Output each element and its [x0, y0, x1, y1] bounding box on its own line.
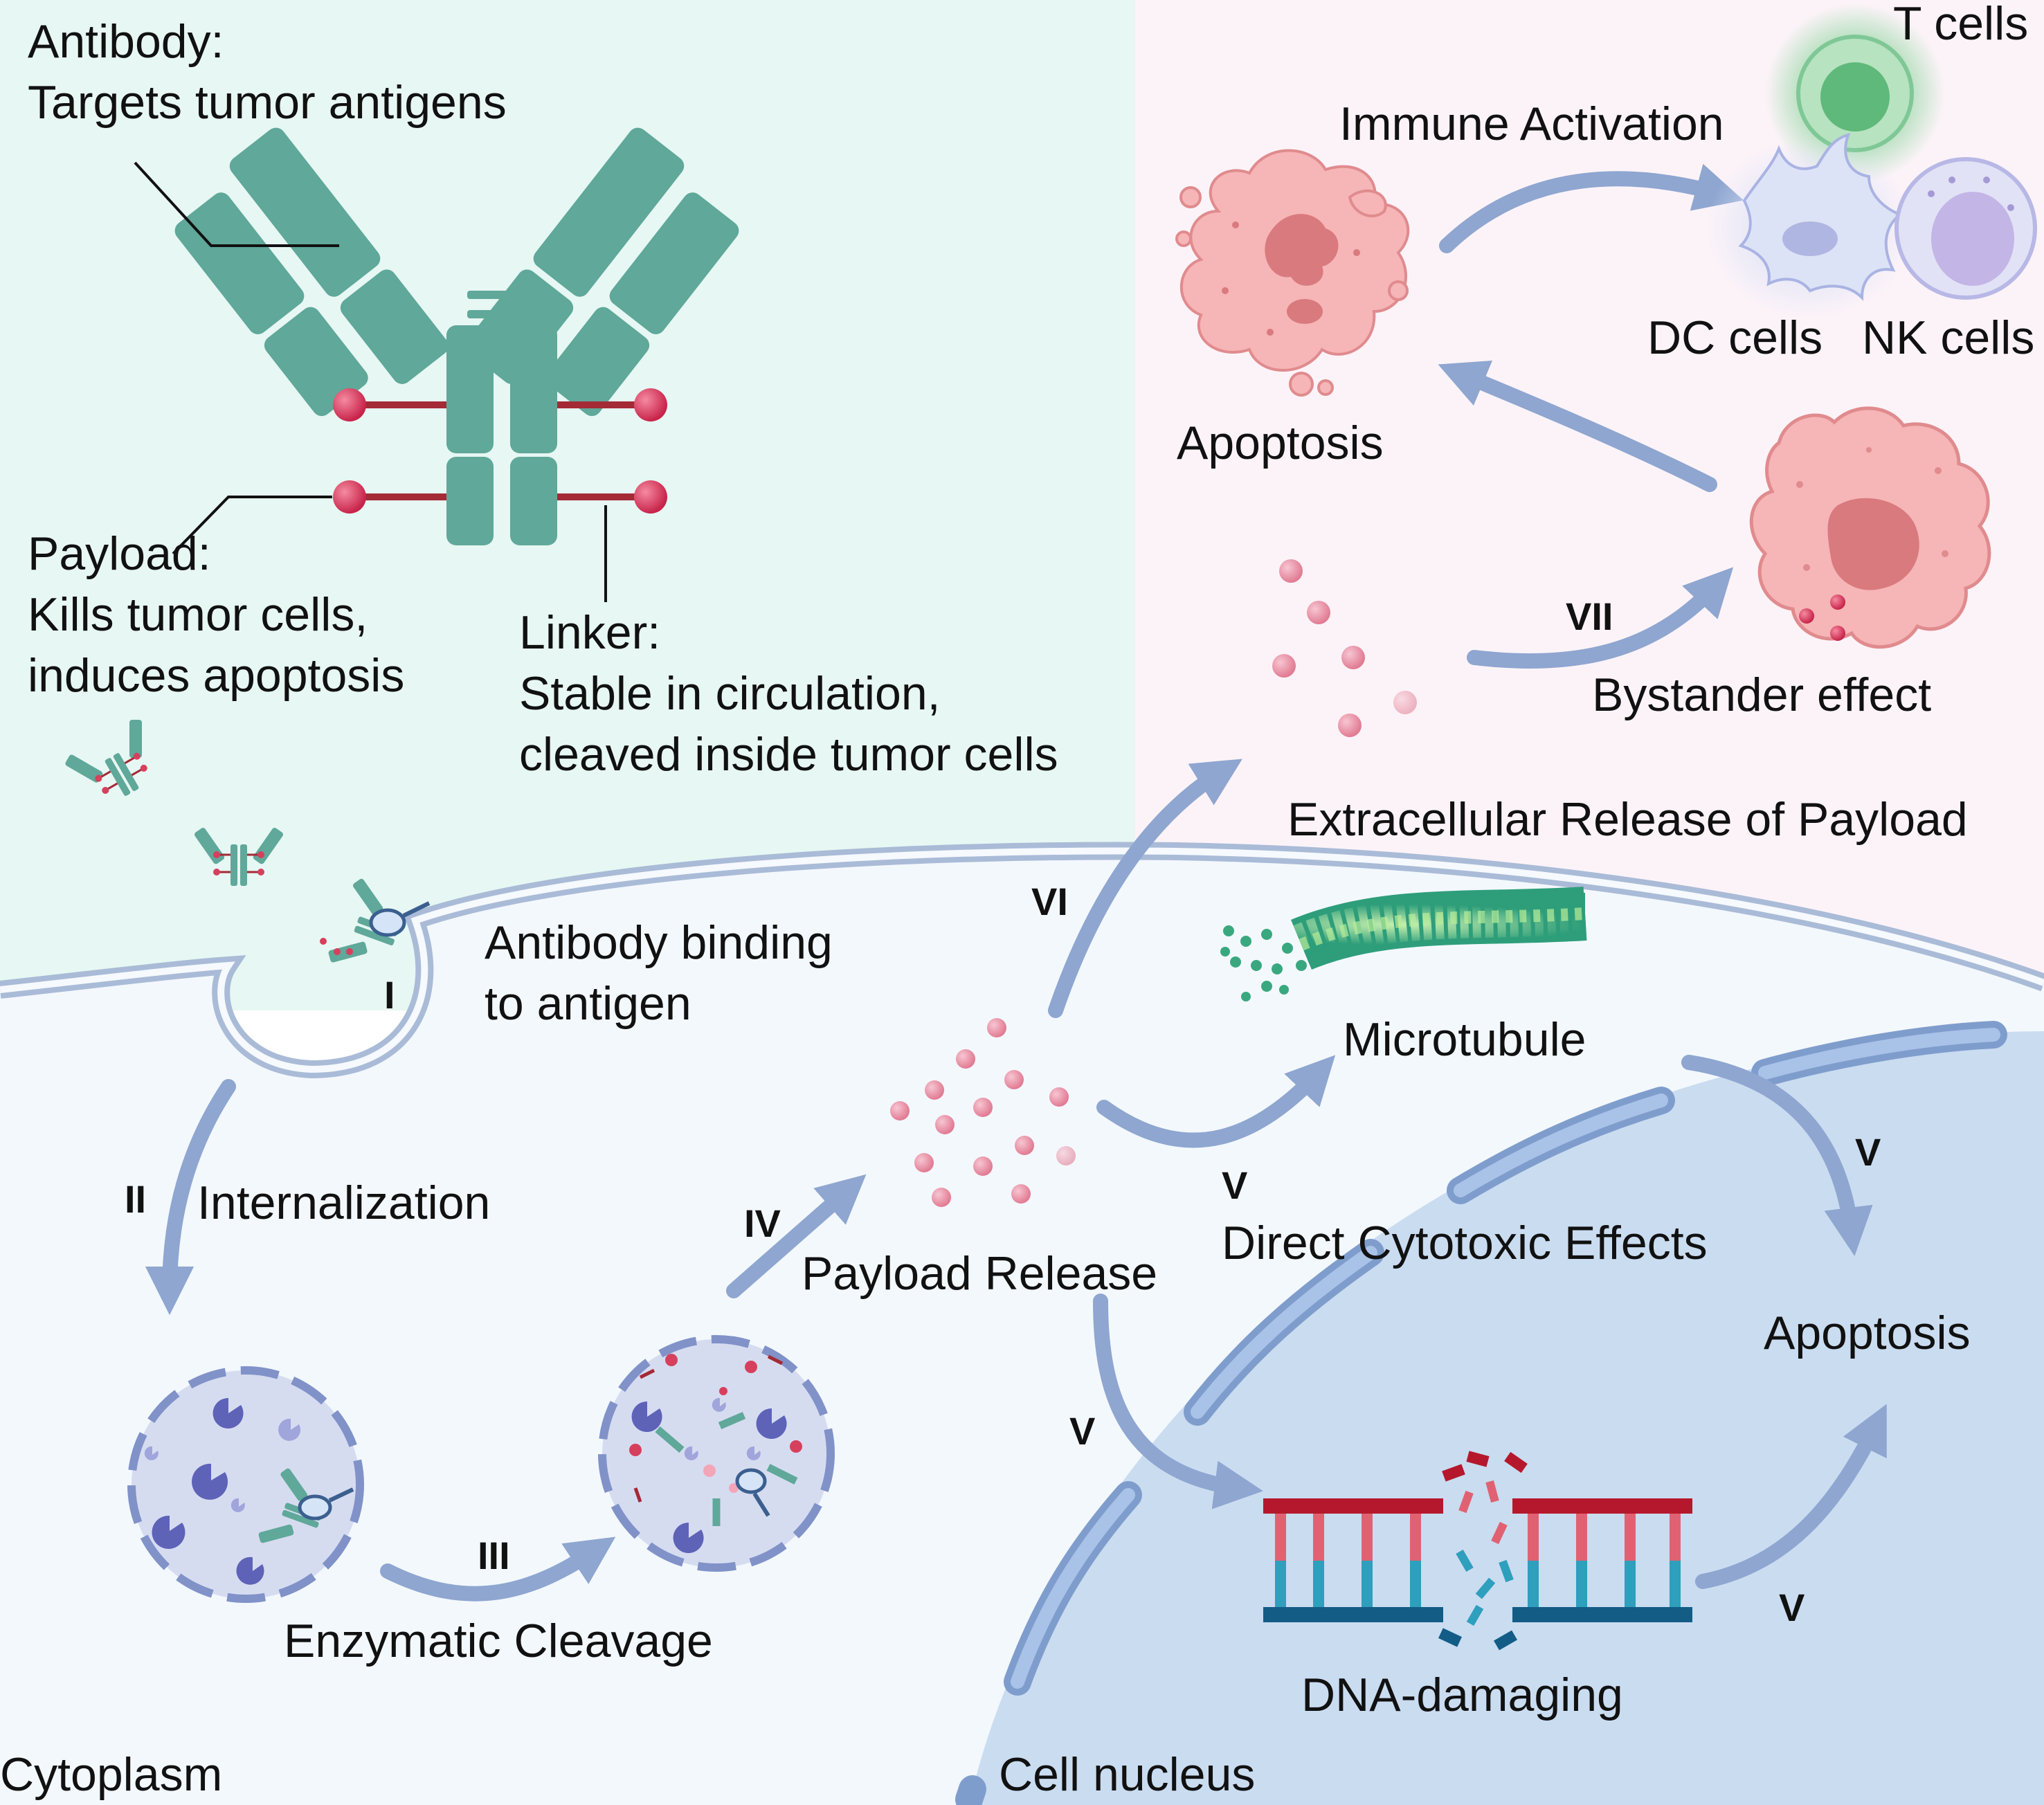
arrow-dna [1093, 1294, 1263, 1509]
linkers [363, 401, 640, 500]
small-antibody-2 [195, 828, 283, 886]
leader-lines [134, 161, 607, 602]
arrow-bystander [1467, 567, 1734, 669]
bound-antibody [320, 878, 431, 963]
arrow-cleavage [380, 1536, 616, 1602]
antibody-illustration [174, 127, 739, 545]
arrow-internalization [145, 1079, 236, 1316]
small-antibody-1 [65, 720, 147, 796]
endosome-2 [598, 1335, 835, 1572]
arrow-microtubule-apoptosis [1681, 1055, 1873, 1256]
antibody-panel-background [0, 0, 1135, 1010]
flow-arrows [145, 163, 1887, 1602]
tumor-cell [1749, 406, 1991, 649]
arrow-to-apoptosis [1438, 361, 1717, 492]
payload-spheres [333, 388, 667, 514]
arrow-microtubule [1096, 1055, 1336, 1148]
released-payload [890, 1018, 1076, 1207]
extracellular-payload [1272, 559, 1417, 737]
endosome-1 [127, 1366, 364, 1603]
cell-nucleus [969, 1031, 2044, 1805]
arrow-immune-activation [1439, 163, 1744, 253]
dna-illustration [1263, 1451, 1692, 1651]
arrow-extracellular [1048, 759, 1242, 1018]
arrow-payload-release [726, 1174, 867, 1298]
arrow-dna-apoptosis [1695, 1404, 1887, 1589]
microtubule [1220, 887, 1587, 1001]
nk-cell [1894, 157, 2037, 300]
apoptotic-cell [1175, 149, 1410, 397]
dc-cell [1706, 133, 1914, 318]
